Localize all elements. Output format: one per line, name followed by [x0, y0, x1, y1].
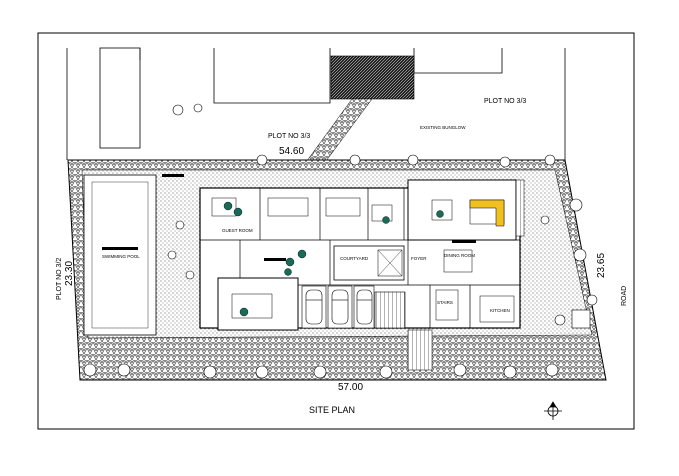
sheet-border	[37, 32, 635, 430]
plot-top-label: PLOT NO 3/3	[268, 133, 310, 140]
dim-top: 54.60	[279, 146, 304, 157]
room-label-guest: GUEST ROOM	[222, 228, 253, 233]
existing-bungalow-hatch	[330, 55, 415, 100]
furniture	[211, 197, 515, 323]
sofa	[469, 199, 505, 227]
plot-top-right-label: PLOT NO 3/3	[484, 98, 526, 105]
dim-bottom: 57.00	[338, 382, 363, 393]
neighbour-buildings	[66, 47, 566, 160]
road-label: ROAD	[621, 286, 628, 306]
room-label-kitchen: KITCHEN	[490, 308, 510, 313]
plot-left-label: PLOT NO 3/2	[56, 258, 63, 300]
dim-right: 23.65	[596, 253, 607, 278]
trees	[83, 103, 598, 379]
indoor-plants	[223, 201, 444, 317]
north-arrow-icon	[544, 401, 562, 420]
existing-bungalow-label: EXISTING BUNGLOW	[420, 125, 466, 130]
drawing-title: SITE PLAN	[309, 405, 355, 415]
room-label-pool: SWIMMING POOL	[102, 254, 140, 259]
room-label-dining: DINING ROOM	[444, 253, 475, 258]
swimming-pool	[83, 174, 157, 336]
room-label-courtyard: COURTYARD	[340, 256, 369, 261]
wall-marks	[162, 174, 591, 371]
dim-left: 23.30	[64, 261, 75, 286]
room-label-foyer: FOYER	[411, 256, 427, 261]
room-label-stairs: STAIRS	[437, 300, 453, 305]
parked-cars	[305, 289, 373, 325]
